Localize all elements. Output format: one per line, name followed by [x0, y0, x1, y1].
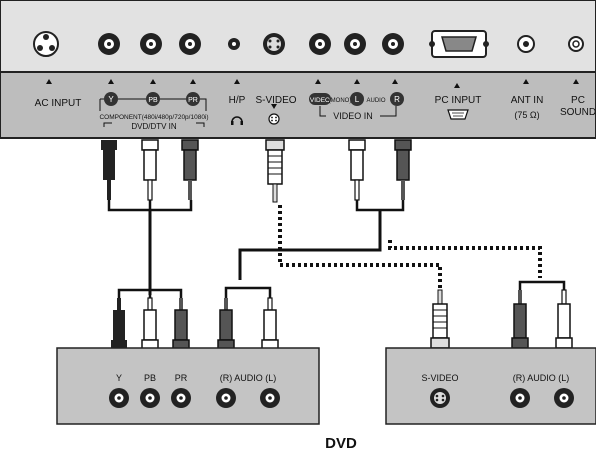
- plug-y-top: [101, 140, 117, 200]
- dvd-caption: DVD: [325, 435, 357, 452]
- pc-sound-label-2: SOUND: [560, 107, 596, 118]
- plug-pr-bottom: [172, 298, 190, 351]
- right-audio-split: [518, 280, 566, 290]
- plug-s-video-top: [265, 139, 285, 203]
- plug-audio-r-top: [394, 139, 412, 200]
- dvd-left-audio-label: (R) AUDIO (L): [220, 373, 277, 383]
- pc-input-icon: [447, 109, 469, 120]
- pr-badge-label: PR: [188, 97, 198, 104]
- tv-antenna-jack: [517, 35, 535, 53]
- plug-pb-top: [141, 139, 159, 201]
- y-badge: [104, 92, 118, 106]
- dvd-right-audio-label: (R) AUDIO (L): [513, 373, 570, 383]
- y-badge-label: Y: [108, 95, 114, 104]
- component-bracket: [99, 98, 207, 111]
- dvd-left-audio-l-jack: [260, 388, 280, 408]
- dvd-dtv-in-label: DVD/DTV IN: [131, 122, 177, 131]
- hp-label: H/P: [229, 95, 246, 106]
- video-badge: [309, 93, 331, 105]
- tv-label-strip: [0, 71, 596, 139]
- video-badge-label: VIDEO: [310, 97, 330, 104]
- audio-r-badge-label: R: [394, 95, 400, 104]
- plug-right-audio-r-bottom: [511, 290, 529, 349]
- video-in-bracket: [319, 106, 397, 117]
- s-video-label: S-VIDEO: [255, 95, 296, 106]
- ant-ohm-label: (75 Ω): [514, 110, 539, 120]
- audio-l-badge-label: L: [355, 95, 360, 104]
- dvd-y-jack: [109, 388, 129, 408]
- audio-word-label: AUDIO: [366, 98, 385, 104]
- video-in-label: VIDEO IN: [333, 111, 373, 121]
- plug-pr-top: [181, 139, 199, 200]
- pr-badge: [186, 92, 200, 106]
- pc-sound-label-1: PC: [571, 95, 585, 106]
- plug-pb-bottom: [141, 297, 159, 351]
- dvd-right-audio-l-jack: [554, 388, 574, 408]
- s-video-icon: [268, 113, 280, 125]
- audio-l-badge: [350, 92, 364, 106]
- jack-pointer-arrows: [46, 79, 579, 109]
- tv-pc-sound-jack: [568, 36, 584, 52]
- plug-y-bottom: [111, 298, 127, 350]
- dvd-y-label: Y: [116, 373, 122, 383]
- ac-input-socket: [33, 31, 59, 57]
- dotted-cables: [278, 205, 542, 290]
- dvd-pb-label: PB: [144, 373, 156, 383]
- dvd-left-audio-r-jack: [216, 388, 236, 408]
- plug-right-audio-l-bottom: [555, 289, 573, 349]
- pc-input-label: PC INPUT: [435, 95, 482, 106]
- tv-component-y-jack: [98, 33, 120, 55]
- cable-lines: [107, 200, 405, 298]
- dvd-s-video-label: S-VIDEO: [421, 373, 458, 383]
- dvd-right-panel: [385, 347, 596, 425]
- plug-left-audio-r-bottom: [217, 298, 235, 351]
- mono-label: (MONO): [329, 98, 352, 104]
- dvd-pr-label: PR: [175, 373, 188, 383]
- tv-audio-l-jack: [344, 33, 366, 55]
- dvd-pr-jack: [171, 388, 191, 408]
- dvd-right-audio-r-jack: [510, 388, 530, 408]
- dvd-s-video-jack: [430, 388, 450, 408]
- tv-video-jack: [309, 33, 331, 55]
- dvd-pb-jack: [140, 388, 160, 408]
- ant-in-label: ANT IN: [511, 95, 544, 106]
- tv-component-pb-jack: [140, 33, 162, 55]
- plug-left-audio-l-bottom: [261, 297, 279, 351]
- dvd-left-panel: [56, 347, 320, 425]
- audio-r-badge: [390, 92, 404, 106]
- headphone-icon: [231, 116, 243, 125]
- component-caption: COMPONENT(480i/480p/720p/1080i): [99, 114, 208, 121]
- tv-headphone-jack: [228, 38, 240, 50]
- plug-s-video-bottom: [430, 289, 450, 349]
- dvd-dtv-bracket: [103, 122, 205, 127]
- tv-audio-r-jack: [382, 33, 404, 55]
- tv-s-video-jack: [263, 33, 285, 55]
- ac-input-label: AC INPUT: [35, 98, 82, 109]
- pb-badge-label: PB: [148, 97, 158, 104]
- tv-component-pr-jack: [179, 33, 201, 55]
- tv-pc-input-port: [429, 30, 489, 58]
- plug-audio-l-top: [348, 139, 366, 201]
- tv-jack-strip: [0, 0, 596, 73]
- pb-badge: [146, 92, 160, 106]
